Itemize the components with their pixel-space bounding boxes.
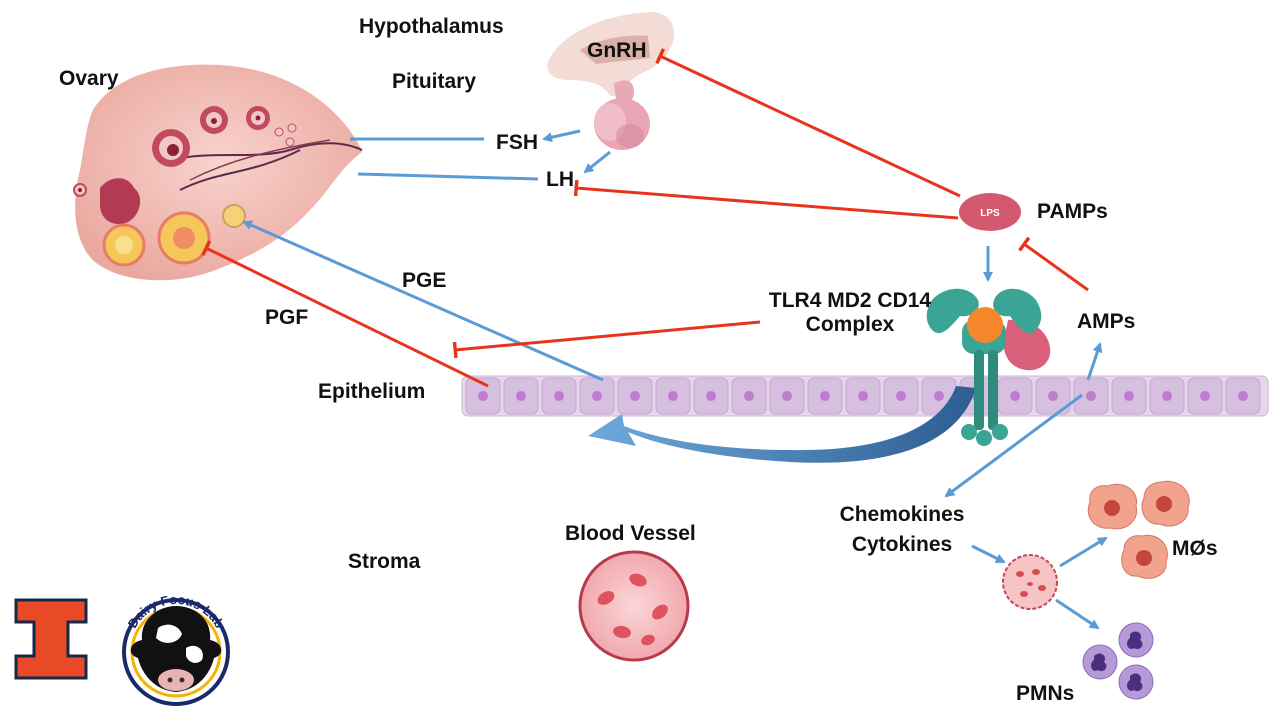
stroma-label: Stroma <box>348 550 421 573</box>
pmns-label: PMNs <box>1016 682 1075 705</box>
pituitary-label: Pituitary <box>392 70 477 93</box>
immune-cell-icon <box>1002 554 1058 610</box>
ovary-icon <box>73 64 363 281</box>
lps-text: LPS <box>980 208 1000 219</box>
epithelium-label: Epithelium <box>318 380 426 403</box>
tlr4-label-line1: TLR4 MD2 CD14 <box>768 289 932 312</box>
cow-logo-icon: Dairy Focus Lab <box>122 592 230 706</box>
fsh-label: FSH <box>496 131 538 154</box>
feedback-curve-arrow <box>588 386 976 463</box>
inhibition-arrows <box>201 48 1089 388</box>
hypothalamus-pituitary-icon <box>547 12 675 150</box>
pamps-label: PAMPs <box>1037 200 1108 223</box>
tlr4-label-line2: Complex <box>805 313 895 337</box>
activation-arrows <box>242 129 1108 630</box>
chemokines-cytokines-label: Chemokines Cytokines <box>822 503 982 557</box>
macrophages-label: MØs <box>1172 537 1218 560</box>
lps-icon: LPS <box>959 193 1021 231</box>
blood-vessel-icon <box>578 550 690 662</box>
blood-vessel-label: Blood Vessel <box>565 522 696 545</box>
macrophage-icon <box>1087 480 1190 579</box>
chemokines-label: Chemokines <box>839 503 965 526</box>
hypothalamus-label: Hypothalamus <box>359 15 504 38</box>
epithelium-cells <box>461 375 1269 417</box>
pge-label: PGE <box>402 269 447 292</box>
pgf-label: PGF <box>265 306 309 329</box>
pmn-icon <box>1082 622 1154 700</box>
amps-label: AMPs <box>1077 310 1136 333</box>
gnrh-label: GnRH <box>587 39 647 62</box>
lh-label: LH <box>546 168 574 191</box>
illinois-logo-icon <box>14 598 88 680</box>
tlr4-label: TLR4 MD2 CD14 Complex <box>750 289 950 337</box>
tlr4-receptor-icon <box>926 288 1051 446</box>
cytokines-label: Cytokines <box>851 533 953 557</box>
ovary-label: Ovary <box>59 67 119 90</box>
